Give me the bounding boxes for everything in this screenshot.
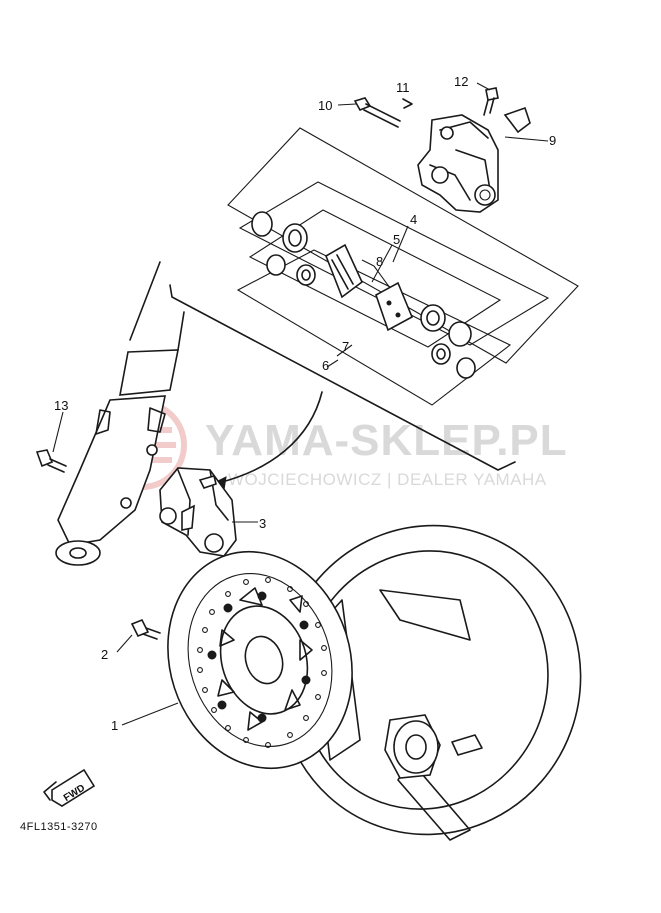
fwd-direction-badge: FWD: [43, 768, 96, 807]
callout-13: 13: [54, 398, 68, 413]
callout-8: 8: [376, 254, 383, 269]
watermark-subtitle: WOJCIECHOWICZ | DEALER YAMAHA: [228, 470, 547, 489]
callout-6: 6: [322, 358, 329, 373]
callout-4: 4: [410, 212, 417, 227]
assembly-arrow: [217, 391, 323, 484]
front-wheel: [278, 524, 582, 841]
front-fork-leg: [35, 261, 185, 566]
callout-5: 5: [393, 232, 400, 247]
watermark-title: YAMA-SKLEP.PL: [205, 416, 568, 465]
callout-10: 10: [318, 98, 332, 113]
callout-3: 3: [259, 516, 266, 531]
brake-disc: [167, 550, 353, 770]
callout-2: 2: [101, 647, 108, 662]
diagram-code: 4FL1351-3270: [20, 821, 98, 833]
assembly-bracket-line: [169, 284, 516, 471]
callout-7: 7: [342, 339, 349, 354]
callout-12: 12: [454, 74, 468, 89]
caliper-assembly-exploded: [227, 87, 579, 406]
disc-bolt: [130, 618, 161, 640]
mounted-caliper: [159, 467, 237, 557]
callout-11: 11: [396, 80, 410, 95]
callout-9: 9: [549, 133, 556, 148]
callout-1: 1: [111, 718, 118, 733]
leader-lines: [52, 82, 549, 726]
